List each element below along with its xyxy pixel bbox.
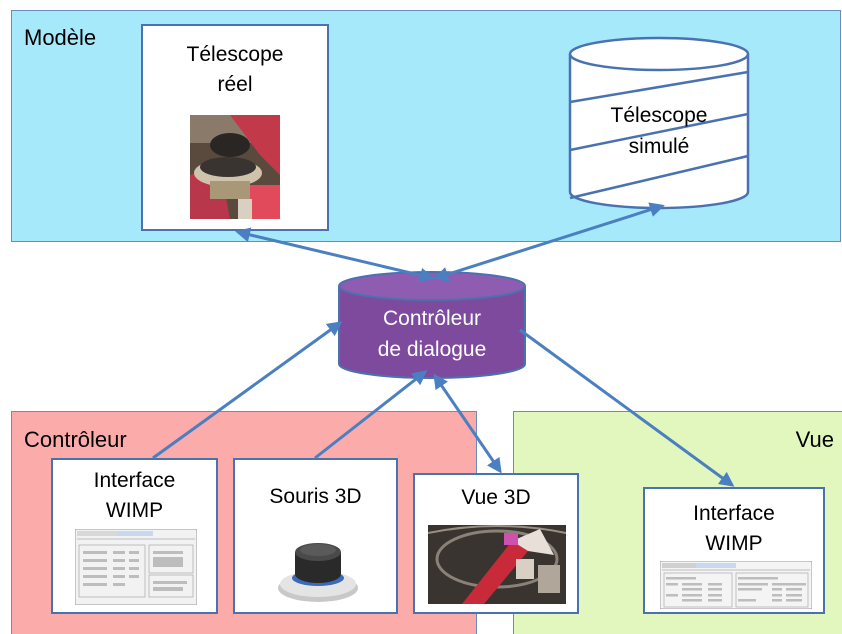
arrow-real-telescope-dialog <box>235 227 435 283</box>
wimp-interface-screenshot <box>75 529 197 605</box>
view-region-label: Vue <box>795 427 834 452</box>
real-telescope-box: Télescope réel <box>141 24 329 231</box>
wimp-interface-view-screenshot <box>660 561 812 609</box>
wimp-interface-view-label: Interface WIMP <box>693 502 775 555</box>
real-telescope-photo <box>190 115 280 219</box>
arrow-wimp-controller-dialog <box>152 321 343 460</box>
mouse-3d-box: Souris 3D <box>233 458 398 614</box>
controller-region-label: Contrôleur <box>24 427 127 452</box>
simulated-telescope-label: Télescope simulé <box>610 104 708 158</box>
view-3d-label: Vue 3D <box>461 486 531 509</box>
view-3d-render <box>428 525 566 604</box>
real-telescope-label: Télescope réel <box>186 43 284 96</box>
arrow-simulated-telescope-dialog <box>433 202 665 282</box>
arrow-dialog-wimp-view <box>519 328 735 487</box>
simulated-telescope-cylinder: Télescope simulé <box>568 36 750 212</box>
arrow-dialog-view3d <box>433 373 502 474</box>
mouse-3d-photo <box>275 526 361 606</box>
wimp-interface-view-box: Interface WIMP <box>643 487 825 614</box>
arrow-mouse-dialog <box>314 370 428 460</box>
dialog-controller-label: Contrôleur de dialogue <box>377 307 487 361</box>
mouse-3d-label: Souris 3D <box>269 485 362 508</box>
view-3d-box: Vue 3D <box>413 473 579 614</box>
wimp-interface-controller-label: Interface WIMP <box>93 469 176 522</box>
wimp-interface-controller-box: Interface WIMP <box>51 458 218 614</box>
model-region-label: Modèle <box>24 25 97 50</box>
